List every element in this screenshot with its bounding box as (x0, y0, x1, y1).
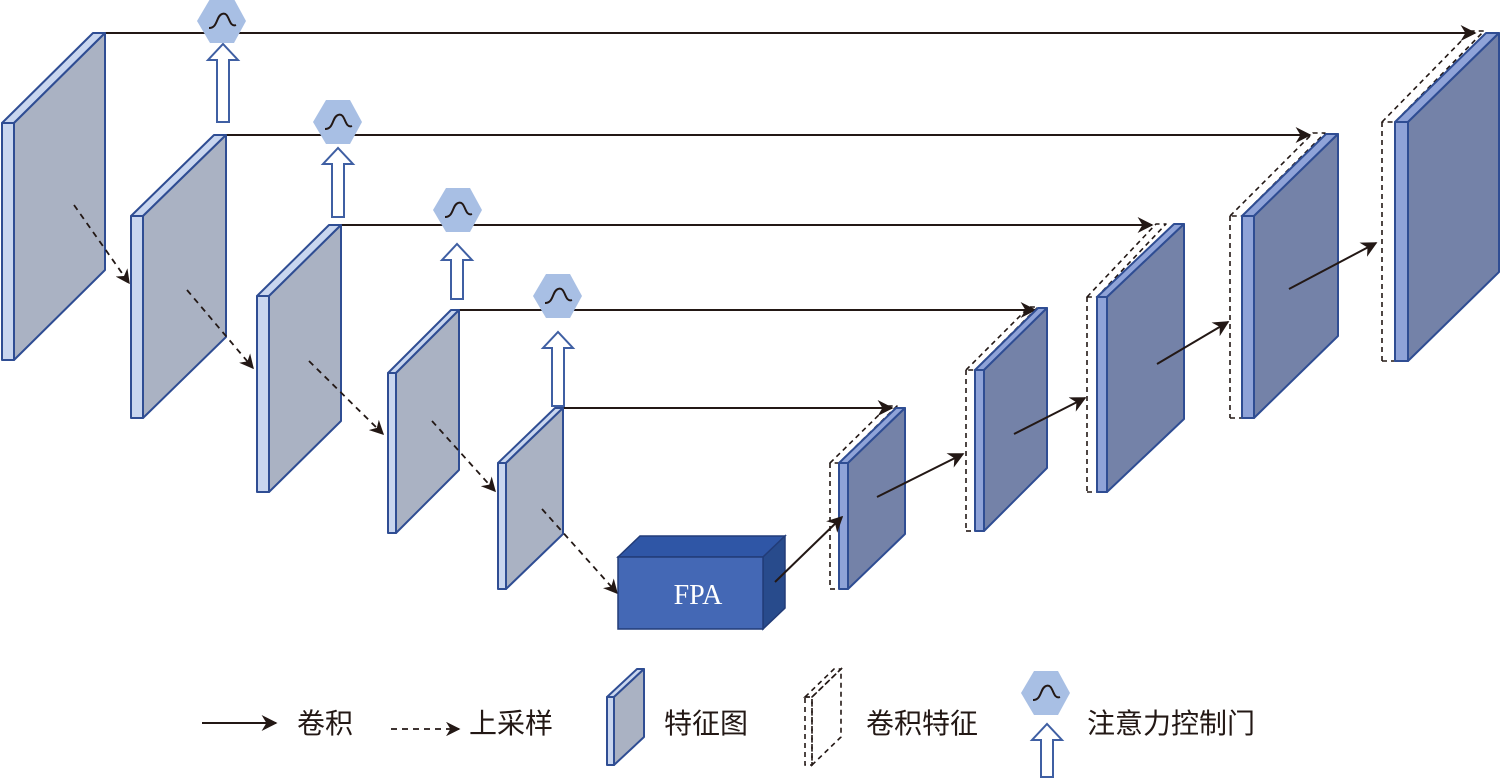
hexagon-sigmoid-icon (313, 100, 362, 144)
legend: 卷积 上采样 特征图 卷积特征 (202, 667, 1255, 778)
hollow-up-arrow-icon (1029, 722, 1065, 778)
fpa-top-face (616, 535, 787, 558)
encoder-feature-maps (1, 32, 564, 590)
legend-label-conv-feature: 卷积特征 (866, 707, 978, 740)
upsample-arrow-4 (431, 420, 496, 493)
fpa-front-face (617, 556, 764, 630)
encoder-map-4 (387, 309, 460, 534)
conv-arrow-4 (1156, 321, 1230, 365)
conv-arrow-2 (876, 453, 965, 498)
encoder-map-2 (130, 134, 227, 419)
legend-label-conv: 卷积 (297, 707, 353, 740)
legend-item-conv-feature: 卷积特征 (803, 667, 978, 767)
legend-label-attention-gate: 注意力控制门 (1087, 707, 1255, 740)
hollow-up-arrow-icon (540, 330, 576, 407)
conv-arrow-5 (1288, 242, 1378, 290)
upsample-arrow-1 (73, 204, 130, 285)
upsample-arrow-5 (541, 508, 618, 595)
conv-arrows (774, 242, 1378, 583)
legend-item-upsample: 上采样 (391, 707, 553, 740)
attention-gate-2 (313, 100, 362, 218)
legend-item-conv: 卷积 (202, 707, 353, 740)
fpa-label: FPA (674, 580, 724, 611)
decoder-map-1 (829, 405, 906, 590)
encoder-map-3 (256, 224, 342, 493)
decoder-feature-maps (829, 30, 1500, 590)
conv-arrow-1 (774, 515, 844, 583)
conv-feature-icon (803, 667, 843, 767)
legend-item-attention-gate: 注意力控制门 (1021, 671, 1255, 778)
decoder-map-4 (1229, 132, 1339, 419)
hollow-up-arrow-icon (205, 42, 241, 123)
decoder-map-2 (965, 306, 1048, 532)
hexagon-sigmoid-icon (1021, 671, 1070, 715)
decoder-map-3 (1086, 223, 1185, 493)
encoder-map-5 (497, 407, 564, 590)
legend-label-upsample: 上采样 (469, 707, 553, 740)
legend-item-feature-map: 特征图 (606, 668, 748, 766)
hexagon-sigmoid-icon (197, 0, 246, 43)
encoder-map-1 (1, 32, 106, 361)
feature-map-icon (606, 668, 645, 766)
hexagon-sigmoid-icon (433, 188, 482, 232)
fpa-block: FPA (616, 534, 787, 631)
legend-label-feature-map: 特征图 (664, 707, 748, 740)
conv-arrow-3 (1013, 397, 1087, 435)
attention-gate-4 (533, 274, 582, 407)
hollow-up-arrow-icon (439, 242, 475, 300)
attention-gate-3 (433, 188, 482, 300)
attention-gate-1 (197, 0, 246, 123)
hexagon-sigmoid-icon (533, 274, 582, 318)
upsample-arrows (73, 204, 618, 595)
attention-gates (197, 0, 582, 407)
hollow-up-arrow-icon (320, 146, 356, 218)
decoder-map-5 (1381, 30, 1500, 362)
